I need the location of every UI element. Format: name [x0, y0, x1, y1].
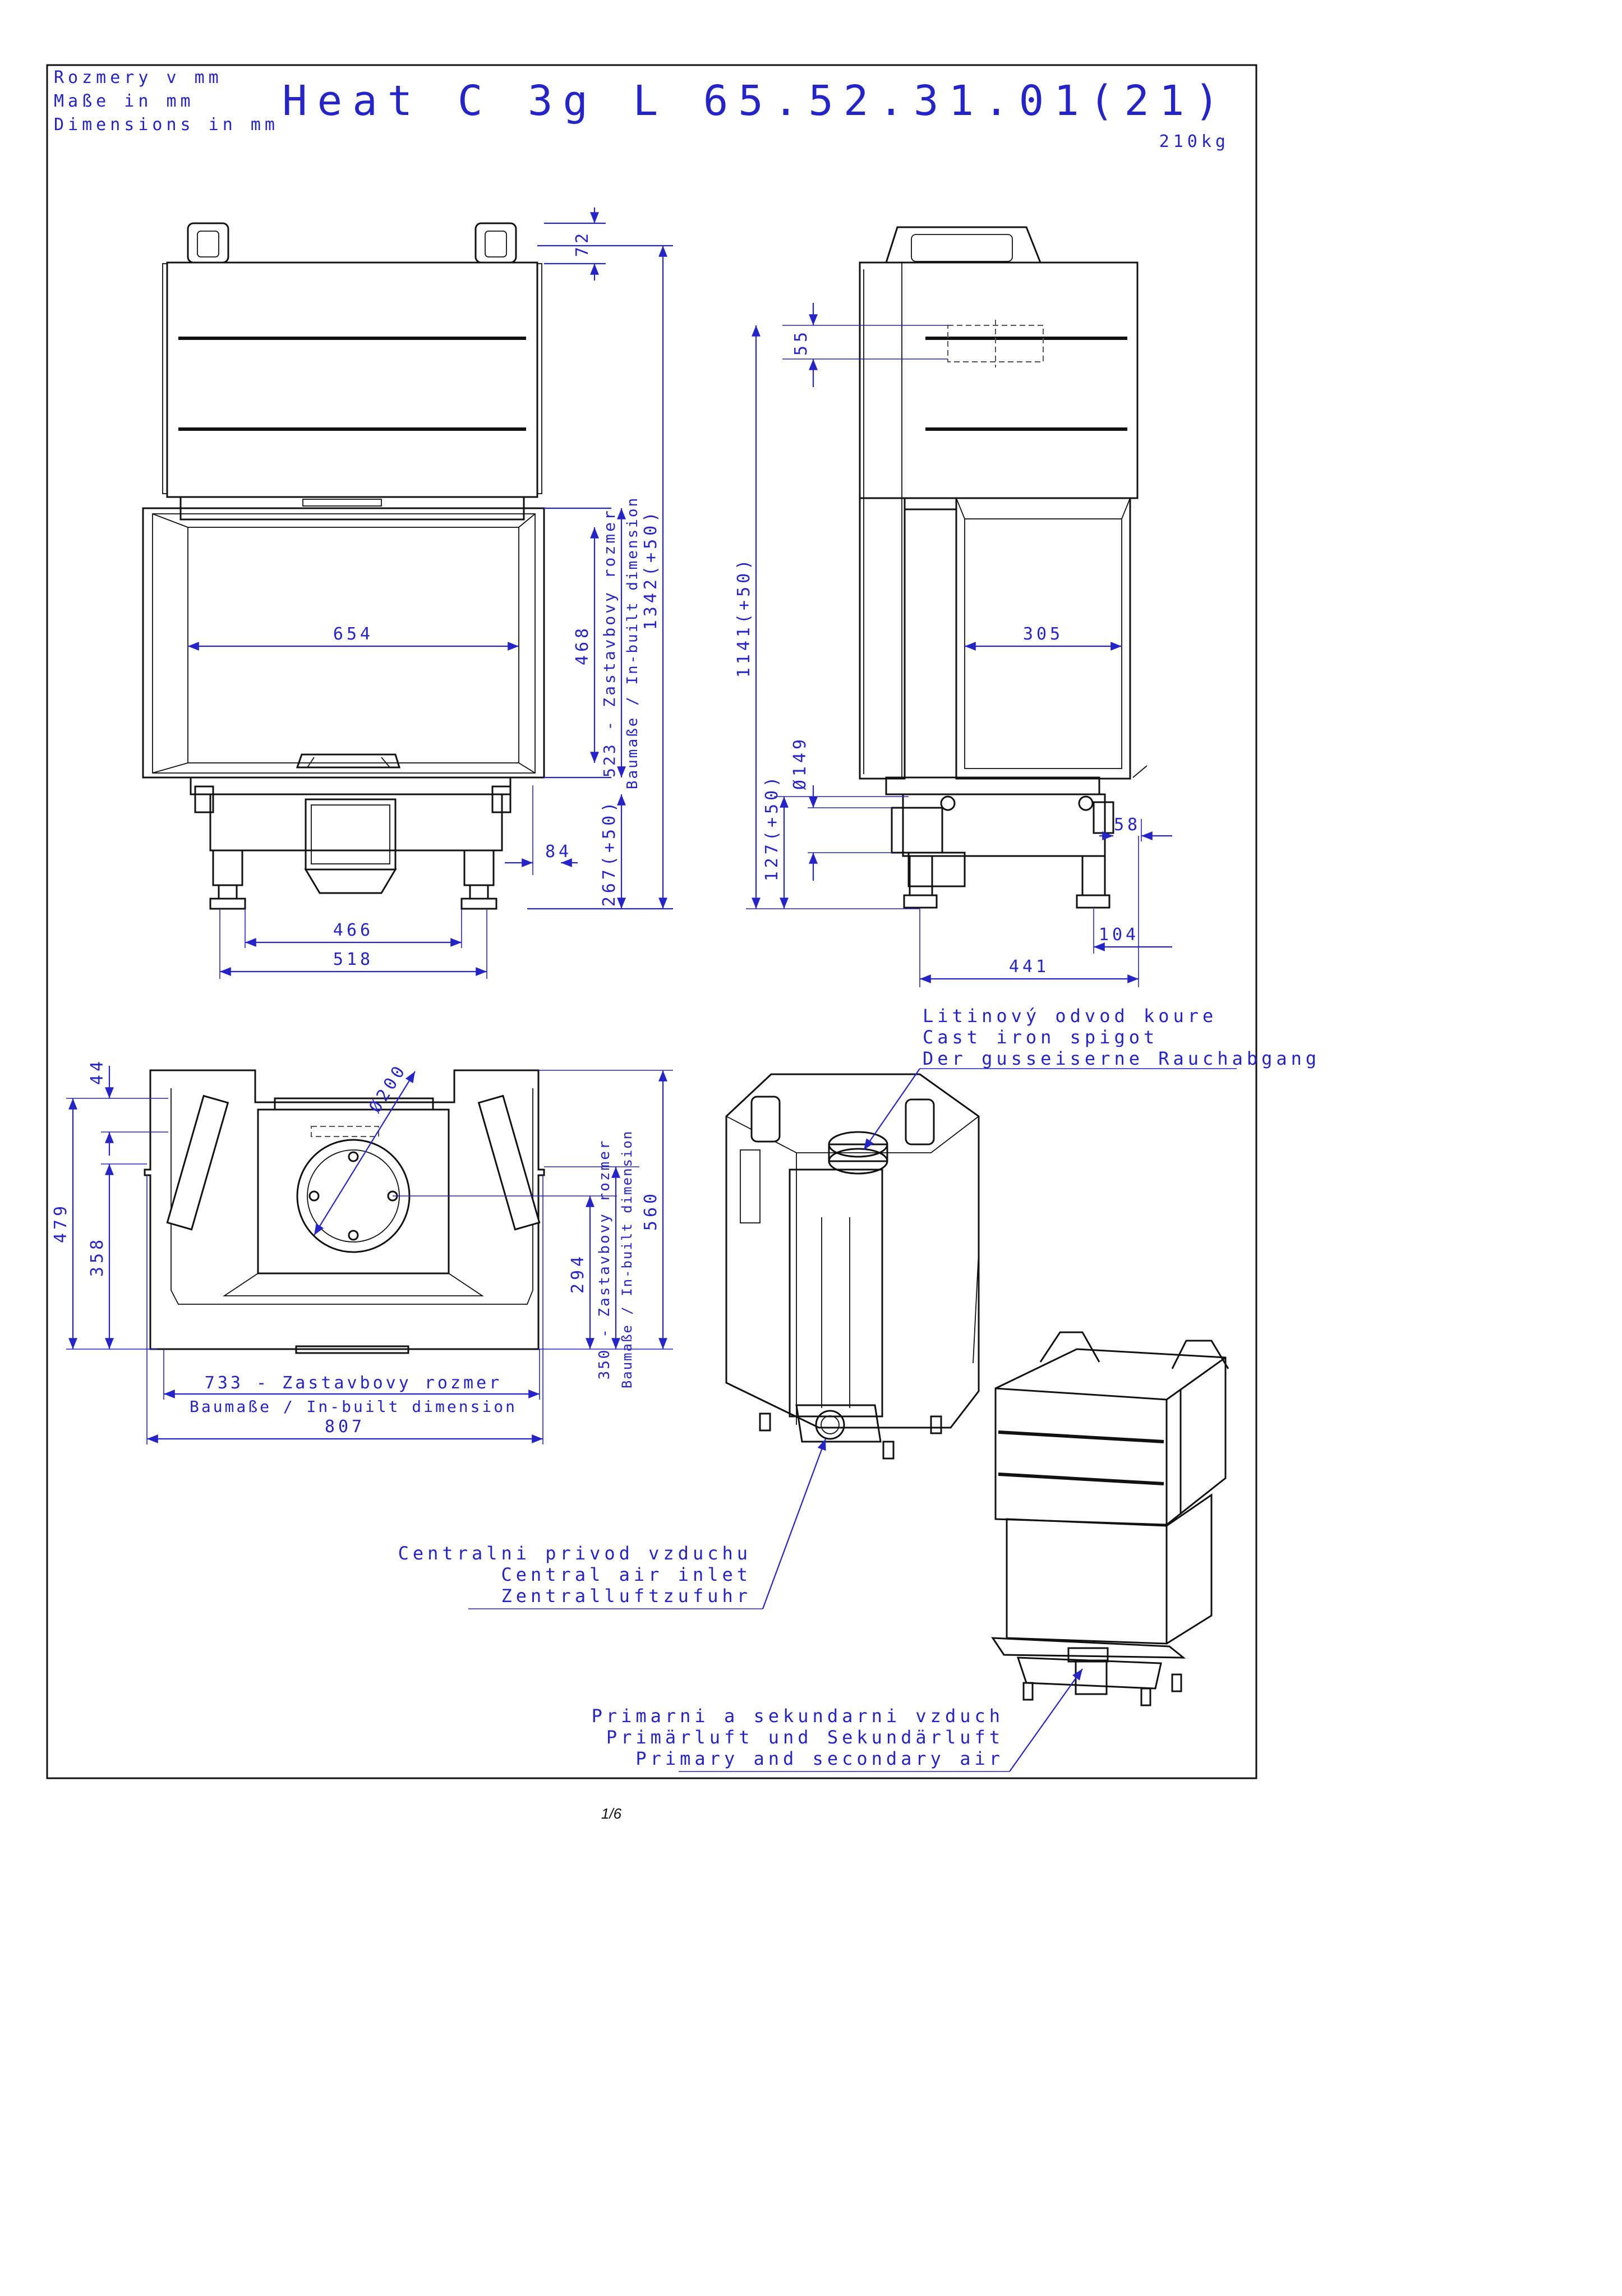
dim-523-sub: Baumaße / In-built dimension	[624, 496, 641, 789]
dim-466: 466	[333, 921, 374, 940]
dim-523: 523 - Zastavbovy rozmer	[600, 508, 619, 777]
front-view: 72 654 468 523 - Zastavbovy rozmer Bauma…	[142, 208, 673, 979]
title-block: Rozmery v mm Maße in mm Dimensions in mm…	[54, 68, 1229, 151]
callout-spigot-de: Der gusseiserne Rauchabgang	[923, 1048, 1320, 1069]
dim-350: 350 - Zastavbovy rozmer	[596, 1139, 613, 1379]
model-title: Heat C 3g L 65.52.31.01(21)	[282, 77, 1229, 125]
callout-air-inlet: Centralni privod vzduchu Central air inl…	[398, 1438, 827, 1609]
callout-prim-cz: Primarni a sekundarni vzduch	[592, 1705, 1004, 1727]
dim-149: Ø149	[790, 736, 810, 790]
callout-prim-de: Primärluft und Sekundärluft	[606, 1727, 1004, 1748]
callout-spigot-en: Cast iron spigot	[923, 1027, 1158, 1048]
drawing-frame	[46, 64, 1257, 1779]
dim-441: 441	[1009, 957, 1049, 977]
dim-84: 84	[545, 842, 572, 862]
units-line-cz: Rozmery v mm	[54, 68, 223, 88]
dim-58: 58	[1114, 815, 1141, 835]
dim-127: 127(+50)	[762, 774, 782, 882]
callout-air-cz: Centralni privod vzduchu	[398, 1543, 752, 1564]
dim-350-sub: Baumaße / In-built dimension	[619, 1130, 635, 1389]
dim-807: 807	[325, 1417, 365, 1437]
dim-654: 654	[333, 624, 374, 644]
dim-44: 44	[87, 1058, 107, 1085]
callout-spigot: Litinový odvod koure Cast iron spigot De…	[863, 1005, 1320, 1151]
dim-104: 104	[1099, 925, 1139, 945]
dim-479: 479	[51, 1203, 71, 1243]
dim-733: 733 - Zastavbovy rozmer	[205, 1373, 502, 1393]
dim-55: 55	[791, 329, 811, 356]
dim-294: 294	[568, 1253, 588, 1294]
dim-518: 518	[333, 950, 374, 969]
callout-prim-en: Primary and secondary air	[635, 1748, 1004, 1769]
side-view: 55 1141(+50) 305 127(+50) Ø149 58 104 44…	[734, 226, 1172, 987]
dim-468: 468	[573, 625, 592, 665]
dim-267: 267(+50)	[600, 799, 619, 907]
isometric-view-front	[991, 1331, 1229, 1706]
dim-200: Ø200	[366, 1060, 411, 1116]
units-line-de: Maße in mm	[54, 91, 195, 111]
callout-prim-sec-air: Primarni a sekundarni vzduch Primärluft …	[592, 1668, 1083, 1772]
callout-air-de: Zentralluftzufuhr	[501, 1585, 752, 1607]
dim-733-sub: Baumaße / In-built dimension	[190, 1397, 517, 1416]
dim-1141: 1141(+50)	[734, 556, 754, 678]
top-view: 44 479 358 Ø200 294 350 - Zastavbovy roz…	[51, 1058, 673, 1444]
page-number: 1/6	[601, 1805, 622, 1822]
dim-305: 305	[1023, 624, 1063, 644]
isometric-view-rear	[725, 1073, 980, 1460]
units-line-en: Dimensions in mm	[54, 115, 279, 135]
dim-72: 72	[573, 230, 592, 257]
callout-spigot-cz: Litinový odvod koure	[923, 1005, 1217, 1027]
callout-air-en: Central air inlet	[501, 1564, 752, 1585]
dim-1342: 1342(+50)	[641, 509, 661, 631]
weight-label: 210kg	[1159, 132, 1229, 151]
dim-560: 560	[641, 1190, 661, 1231]
dim-358: 358	[87, 1236, 107, 1277]
